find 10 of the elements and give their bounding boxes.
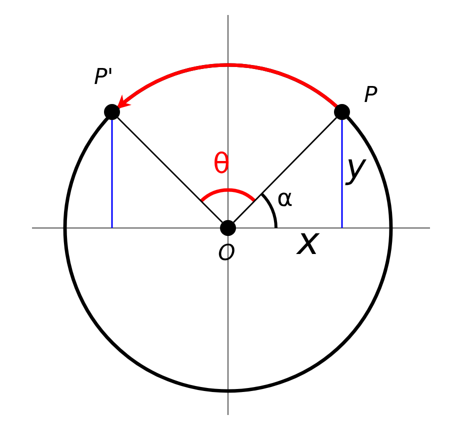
coordinate-label: x — [297, 222, 320, 260]
coordinate-label: y — [346, 150, 366, 184]
point-label: P' — [94, 66, 114, 90]
point-label: P — [364, 84, 378, 108]
rotation-arrow — [116, 63, 338, 109]
projection-line — [111, 120, 113, 228]
projection-line — [341, 120, 343, 228]
angle-label: α — [277, 186, 293, 210]
radius-line — [117, 117, 223, 223]
radius-line — [233, 117, 337, 223]
